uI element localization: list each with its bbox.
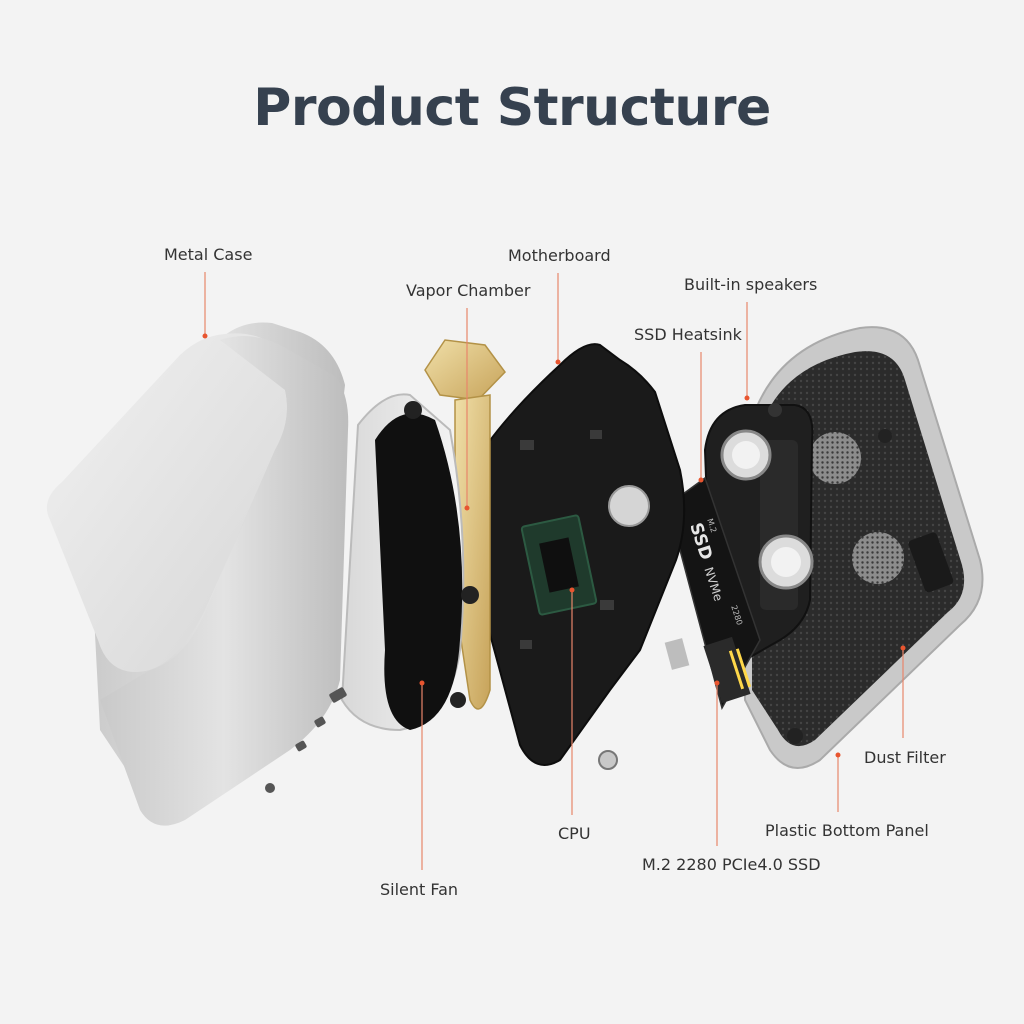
leader-lines bbox=[202, 272, 906, 870]
label-metal-case: Metal Case bbox=[164, 245, 253, 264]
leader-ssd-heatsink-dot bbox=[698, 477, 704, 483]
ssd-print-line4: M.2 bbox=[705, 517, 718, 534]
metal-case bbox=[46, 322, 349, 826]
label-ssd: M.2 2280 PCIe4.0 SSD bbox=[642, 855, 821, 874]
ssd-module: SSD NVMe 2280 M.2 bbox=[667, 476, 761, 710]
label-ssd-heatsink: SSD Heatsink bbox=[634, 325, 742, 344]
label-silent-fan: Silent Fan bbox=[380, 880, 459, 899]
label-motherboard: Motherboard bbox=[508, 246, 611, 265]
leader-built-in-speakers-dot bbox=[744, 395, 750, 401]
silent-fan bbox=[340, 393, 479, 732]
motherboard bbox=[469, 343, 690, 770]
label-built-in-speakers: Built-in speakers bbox=[684, 275, 818, 294]
leader-silent-fan-dot bbox=[419, 680, 425, 686]
leader-metal-case-dot bbox=[202, 333, 208, 339]
leader-motherboard-dot bbox=[555, 359, 561, 365]
leader-dust-filter-dot bbox=[900, 645, 906, 651]
label-vapor-chamber: Vapor Chamber bbox=[406, 281, 531, 300]
label-dust-filter: Dust Filter bbox=[864, 748, 946, 767]
leader-ssd-dot bbox=[714, 680, 720, 686]
label-cpu: CPU bbox=[558, 824, 591, 843]
leader-vapor-chamber-dot bbox=[464, 505, 470, 511]
leader-cpu-dot bbox=[569, 587, 575, 593]
vapor-chamber bbox=[424, 339, 506, 710]
page-title: Product Structure bbox=[253, 78, 771, 138]
label-plastic-bottom-panel: Plastic Bottom Panel bbox=[765, 821, 929, 840]
leader-plastic-bottom-panel-dot bbox=[835, 752, 841, 758]
